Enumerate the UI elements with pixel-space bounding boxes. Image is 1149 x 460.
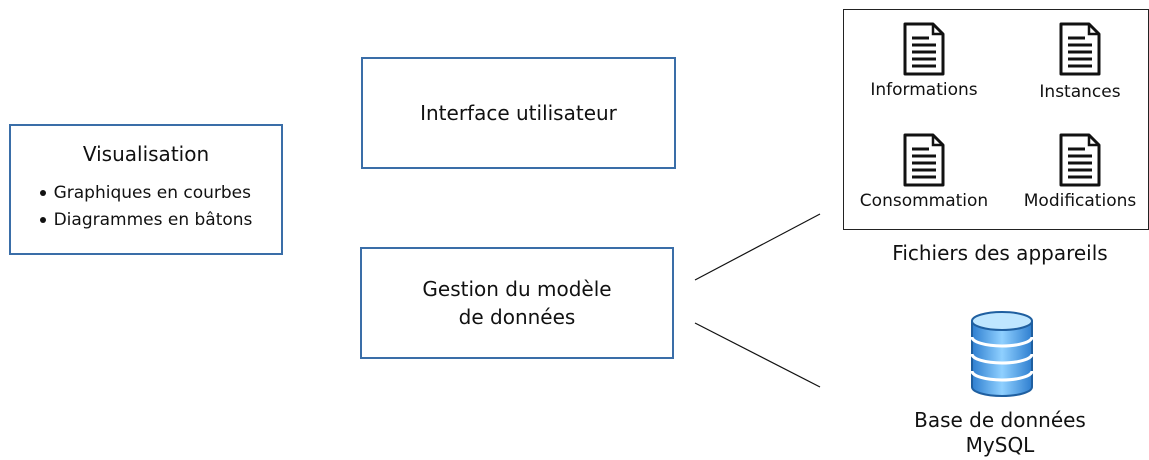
gestion-box: Gestion du modèle de données: [360, 247, 674, 359]
file-label-modifications: Modifications: [1023, 191, 1137, 211]
file-label-informations: Informations: [870, 80, 978, 100]
database-label-line2: MySQL: [965, 433, 1035, 457]
bullet-icon: [39, 190, 46, 196]
list-item: Diagrammes en bâtons: [39, 210, 252, 230]
gestion-label-line1: Gestion du modèle: [422, 277, 612, 301]
visualisation-title: Visualisation: [82, 142, 210, 166]
visualisation-list: Graphiques en courbes Diagrammes en bâto…: [39, 176, 253, 237]
interface-box: Interface utilisateur: [361, 57, 676, 169]
visualisation-box: Visualisation Graphiques en courbes Diag…: [9, 124, 283, 255]
file-label-instances: Instances: [1039, 82, 1121, 102]
database-label-line1: Base de données: [914, 408, 1086, 432]
document-icon: [903, 22, 945, 76]
database-icon: [970, 311, 1034, 397]
interface-label: Interface utilisateur: [420, 101, 617, 125]
link-to-files: [694, 213, 821, 281]
document-icon: [1059, 22, 1101, 76]
file-label-consommation: Consommation: [859, 191, 989, 211]
link-to-database: [694, 322, 821, 388]
list-item: Graphiques en courbes: [39, 183, 253, 203]
bullet-icon: [39, 217, 46, 223]
gestion-label-line2: de données: [458, 305, 576, 329]
document-icon: [1059, 133, 1101, 187]
files-caption: Fichiers des appareils: [892, 241, 1108, 265]
document-icon: [903, 133, 945, 187]
